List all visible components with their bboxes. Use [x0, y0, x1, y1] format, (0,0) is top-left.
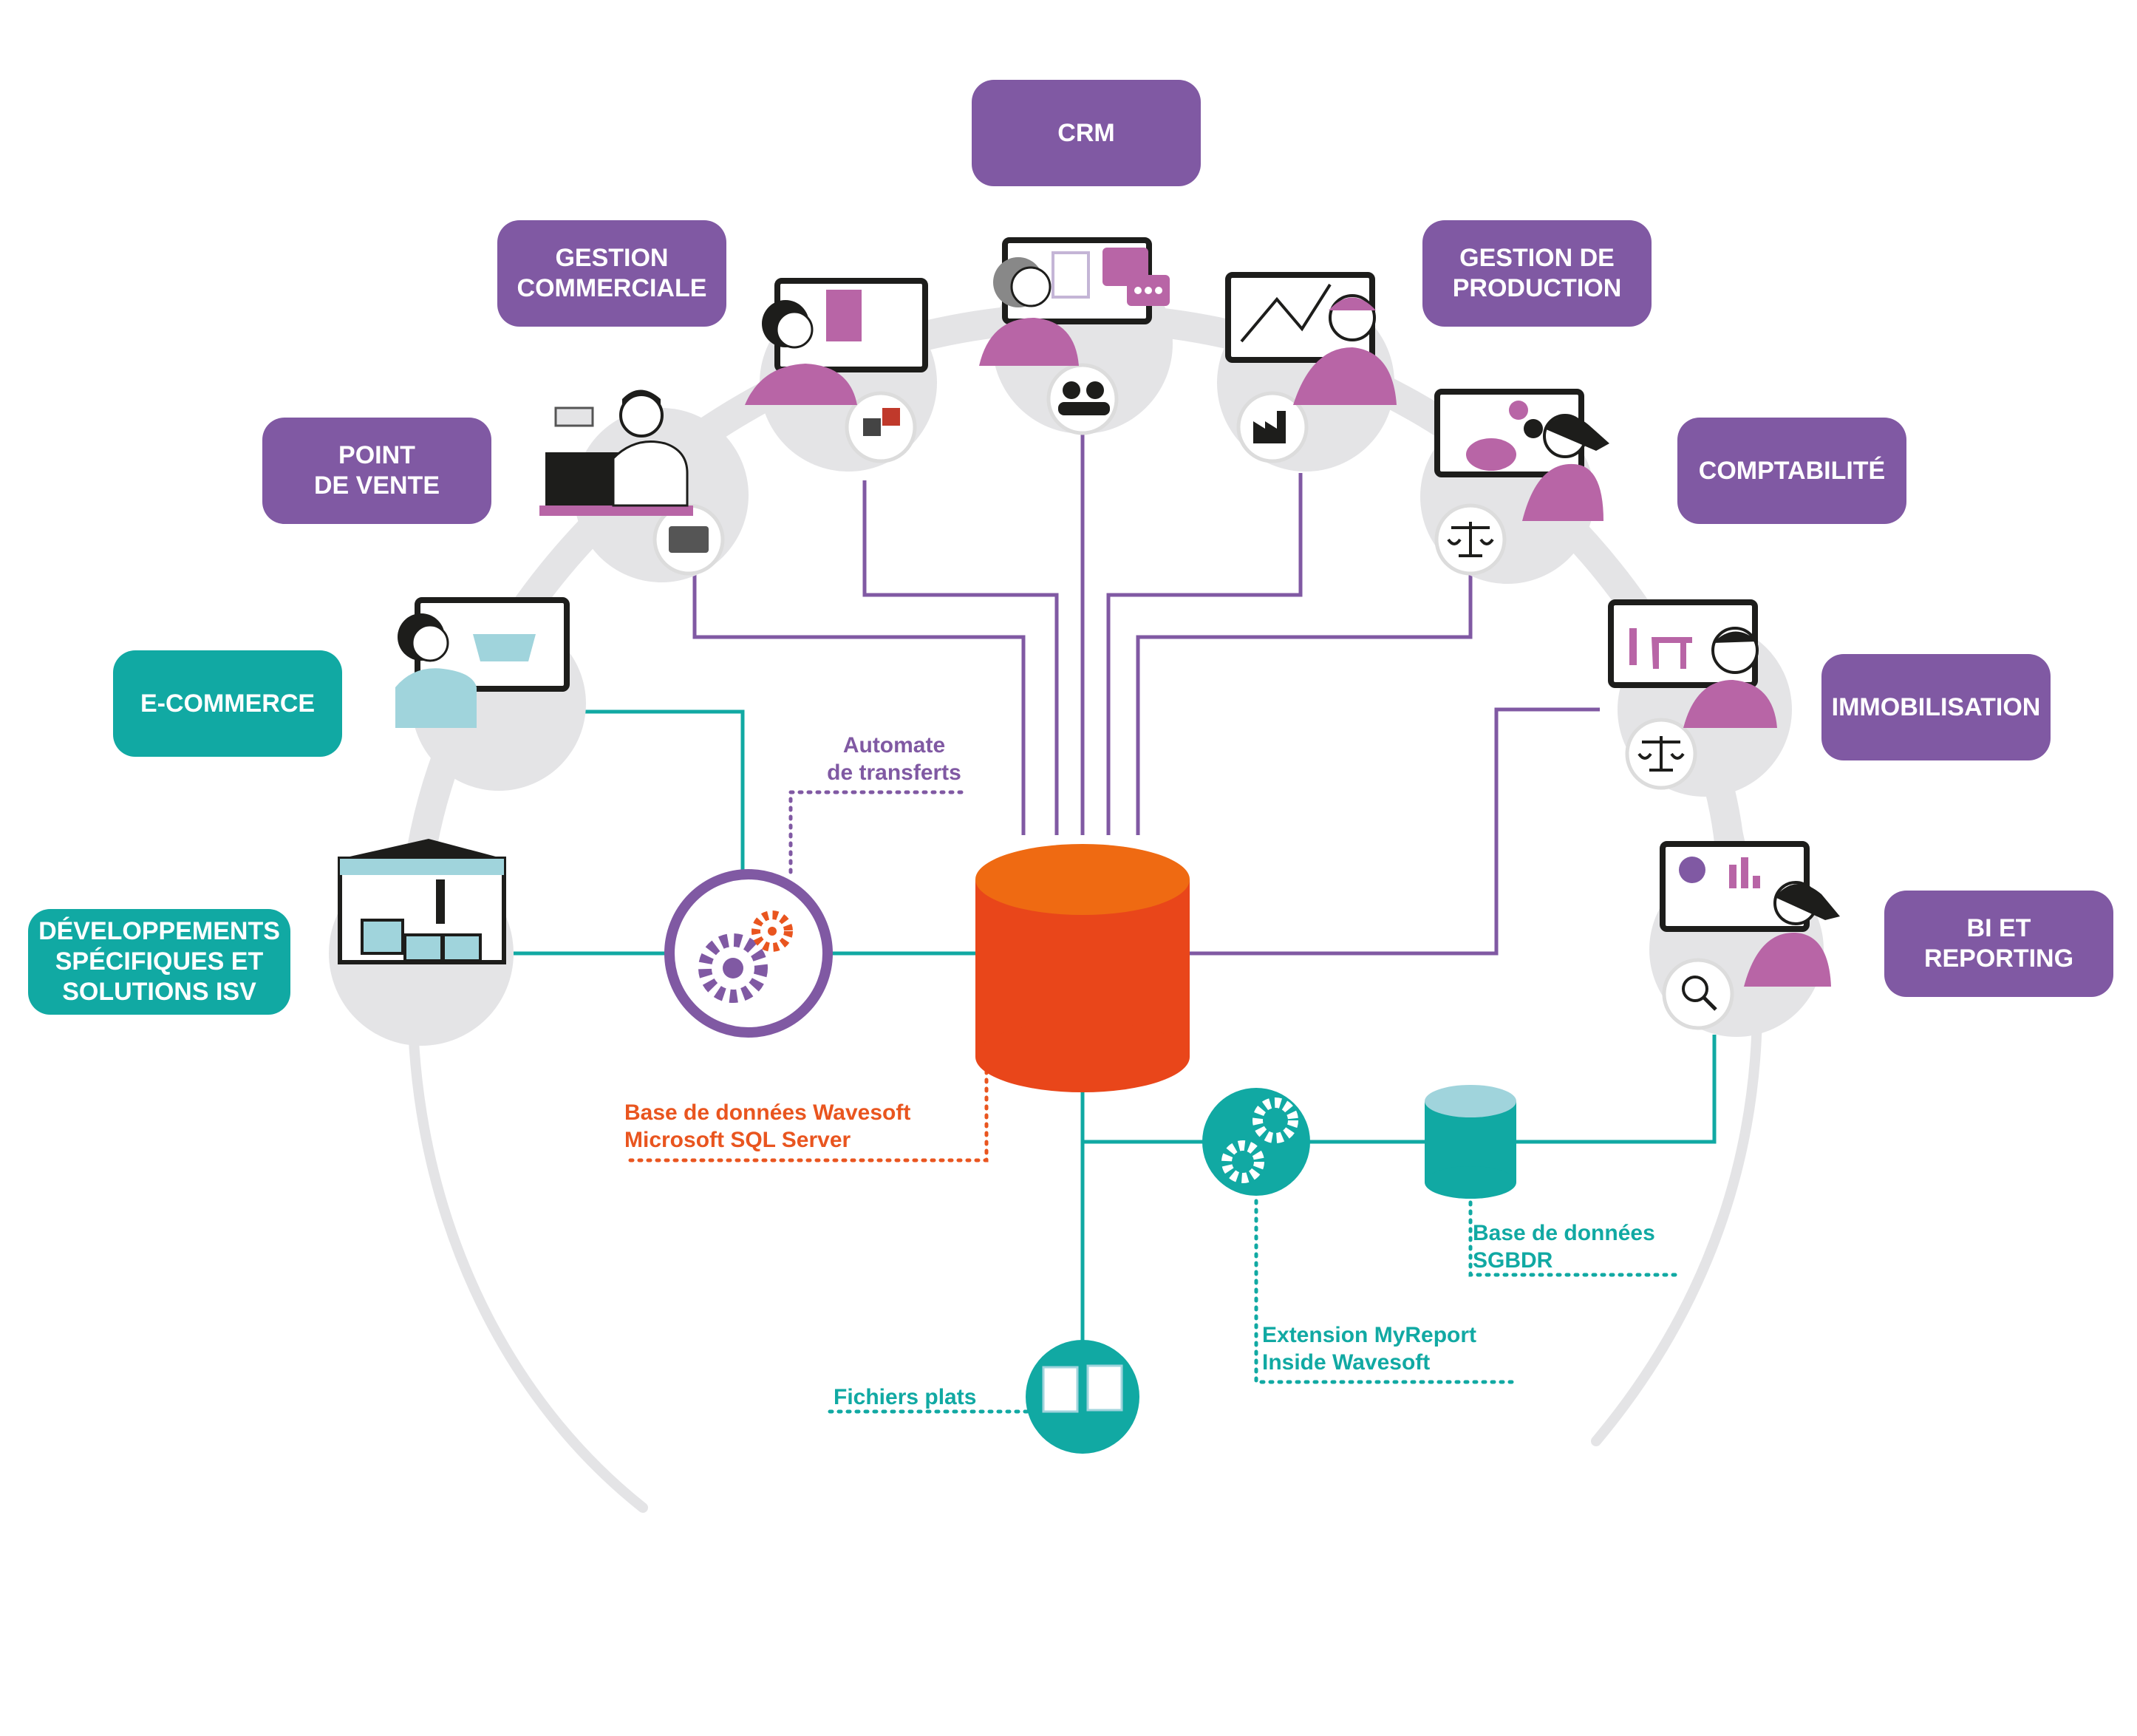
- module-comptabilite[interactable]: COMPTABILITÉ: [1677, 418, 1906, 524]
- line-chart-icon: [1240, 283, 1332, 343]
- warehouse-roof: [340, 839, 504, 859]
- factory-icon: [1253, 411, 1286, 443]
- robot-arm-icon: [436, 879, 445, 924]
- people-icon: [1063, 381, 1080, 399]
- gp-person: [1293, 347, 1397, 405]
- pie-chart-icon: [1679, 857, 1705, 883]
- seller-person: [612, 440, 689, 507]
- flat-files-label: Fichiers plats: [834, 1385, 977, 1409]
- document-icon: [1052, 251, 1090, 299]
- module-bi-reporting[interactable]: BI ET REPORTING: [1884, 891, 2113, 997]
- file-icon: [1042, 1366, 1079, 1413]
- scales-icon: [1447, 522, 1494, 557]
- module-developpements[interactable]: DÉVELOPPEMENTS SPÉCIFIQUES ET SOLUTIONS …: [28, 909, 290, 1015]
- myreport-node: [1202, 1088, 1310, 1196]
- bar-chart-icon: [1729, 865, 1736, 888]
- module-gestion-commerciale[interactable]: GESTION COMMERCIALE: [497, 220, 726, 327]
- myreport-label: Extension MyReport Inside Wavesoft: [1262, 1323, 1477, 1375]
- immo-person: [1683, 680, 1777, 728]
- module-crm[interactable]: CRM: [972, 80, 1201, 186]
- badges: [652, 363, 1734, 1030]
- module-immobilisation[interactable]: IMMOBILISATION: [1821, 654, 2051, 760]
- sgbdr-label: Base de données SGBDR: [1473, 1221, 1655, 1273]
- flat-files-node: [1026, 1340, 1139, 1454]
- furniture-icon: [1629, 628, 1692, 669]
- illustrations: [338, 237, 1840, 987]
- automate-node: [664, 869, 833, 1038]
- database-label: Base de données Wavesoft Microsoft SQL S…: [624, 1100, 911, 1152]
- gc-person: [745, 364, 857, 405]
- sql-database: [975, 844, 1190, 1092]
- piggy-bank-icon: [1466, 438, 1516, 471]
- automate-label: Automate de transferts: [827, 733, 961, 785]
- sgbdr-database: [1425, 1085, 1516, 1199]
- bi-person: [1744, 932, 1831, 987]
- compta-person: [1522, 463, 1603, 521]
- calculator-icon: [826, 290, 862, 341]
- boxes-icon: [863, 418, 881, 436]
- purple-connectors: [692, 435, 1600, 956]
- module-gestion-production[interactable]: GESTION DE PRODUCTION: [1422, 220, 1652, 327]
- scales-icon-2: [1637, 736, 1685, 772]
- module-e-commerce[interactable]: E-COMMERCE: [113, 650, 342, 757]
- magnifier-icon: [1682, 976, 1708, 1002]
- cash-register-icon: [669, 526, 709, 553]
- basket-icon: [473, 634, 536, 661]
- module-point-de-vente[interactable]: POINT DE VENTE: [262, 418, 491, 524]
- box-icon: [361, 919, 404, 955]
- crm-person: [979, 318, 1079, 366]
- dotted-leaders: [622, 790, 1680, 1414]
- ecommerce-person: [395, 668, 477, 728]
